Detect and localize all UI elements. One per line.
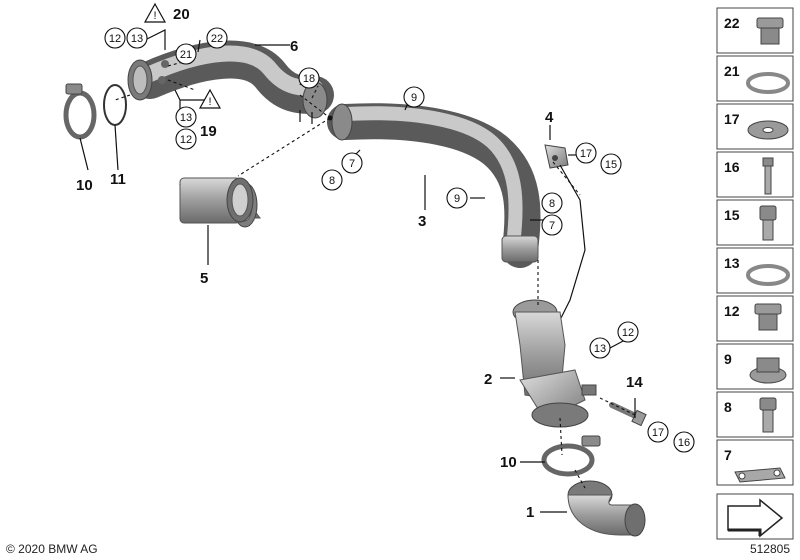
svg-text:17: 17 bbox=[652, 427, 664, 439]
svg-text:18: 18 bbox=[303, 73, 315, 85]
callout-9-lower: 9 bbox=[446, 187, 468, 209]
warning-triangle-icon-19: ! bbox=[198, 88, 222, 109]
callout-13-top: 13 bbox=[126, 27, 148, 49]
panel-item-12[interactable]: 12 bbox=[716, 295, 794, 342]
svg-text:9: 9 bbox=[454, 193, 460, 205]
callout-13-mid: 13 bbox=[175, 106, 197, 128]
panel-item-22[interactable]: 22 bbox=[716, 7, 794, 54]
label-4: 4 bbox=[545, 109, 554, 126]
svg-text:22: 22 bbox=[211, 33, 223, 45]
label-10-top: 10 bbox=[76, 177, 93, 194]
svg-text:15: 15 bbox=[724, 207, 740, 223]
panel-item-8[interactable]: 8 bbox=[716, 391, 794, 438]
diagram-number: 512805 bbox=[750, 542, 790, 556]
copyright-text: © 2020 BMW AG bbox=[6, 542, 98, 556]
svg-text:7: 7 bbox=[349, 158, 355, 170]
label-10-lower: 10 bbox=[500, 454, 517, 471]
svg-text:13: 13 bbox=[594, 343, 606, 355]
svg-text:17: 17 bbox=[580, 148, 592, 160]
middle-pipe-3[interactable] bbox=[327, 103, 541, 268]
svg-text:22: 22 bbox=[724, 15, 740, 31]
callout-17-bolt: 17 bbox=[647, 421, 669, 443]
pipe-6-upper-elbow[interactable] bbox=[127, 40, 334, 124]
leader-lines bbox=[79, 29, 661, 513]
label-2: 2 bbox=[484, 371, 492, 388]
callout-8-left: 8 bbox=[321, 169, 343, 191]
callout-12-top: 12 bbox=[104, 27, 126, 49]
svg-text:13: 13 bbox=[724, 255, 740, 271]
callout-18: 18 bbox=[298, 67, 320, 89]
panel-orientation-arrow-icon bbox=[716, 493, 794, 540]
callout-8-right: 8 bbox=[541, 192, 563, 214]
svg-text:7: 7 bbox=[549, 220, 555, 232]
label-14: 14 bbox=[626, 374, 643, 391]
parts-panel: 22 21 17 16 15 13 bbox=[716, 7, 794, 540]
svg-text:13: 13 bbox=[131, 33, 143, 45]
label-3: 3 bbox=[418, 213, 426, 230]
svg-text:21: 21 bbox=[724, 63, 740, 79]
label-6: 6 bbox=[290, 38, 298, 55]
panel-item-15[interactable]: 15 bbox=[716, 199, 794, 246]
v-band-clamp-10-top[interactable] bbox=[63, 83, 97, 140]
svg-text:21: 21 bbox=[180, 49, 192, 61]
panel-item-16[interactable]: 16 bbox=[716, 151, 794, 198]
svg-text:9: 9 bbox=[724, 351, 732, 367]
callout-9-top: 9 bbox=[403, 86, 425, 108]
svg-text:8: 8 bbox=[549, 198, 555, 210]
svg-text:7: 7 bbox=[724, 447, 732, 463]
label-20: 20 bbox=[173, 6, 190, 23]
svg-text:16: 16 bbox=[678, 437, 690, 449]
svg-text:9: 9 bbox=[411, 92, 417, 104]
svg-text:17: 17 bbox=[724, 111, 740, 127]
callout-15-bracket: 15 bbox=[600, 153, 622, 175]
sensor-port-13 bbox=[158, 76, 166, 84]
warning-triangle-icon-20: ! bbox=[143, 2, 167, 23]
elbow-pipe-1[interactable] bbox=[567, 480, 646, 537]
panel-item-21[interactable]: 21 bbox=[716, 55, 794, 102]
label-5: 5 bbox=[200, 270, 208, 287]
callout-7-left: 7 bbox=[341, 152, 363, 174]
callout-13-cat: 13 bbox=[589, 337, 611, 359]
svg-text:8: 8 bbox=[329, 175, 335, 187]
svg-text:8: 8 bbox=[724, 399, 732, 415]
callout-17-bracket: 17 bbox=[575, 142, 597, 164]
svg-text:13: 13 bbox=[180, 112, 192, 124]
svg-text:!: ! bbox=[208, 96, 211, 108]
callout-21-top: 21 bbox=[175, 43, 197, 65]
pipe-sleeve-5[interactable] bbox=[178, 177, 262, 228]
panel-item-9[interactable]: 9 bbox=[716, 343, 794, 390]
label-1: 1 bbox=[526, 504, 534, 521]
panel-item-7[interactable]: 7 bbox=[716, 439, 794, 486]
callout-12-cat: 12 bbox=[617, 321, 639, 343]
svg-text:!: ! bbox=[153, 10, 156, 22]
callout-7-right: 7 bbox=[541, 214, 563, 236]
svg-text:12: 12 bbox=[622, 327, 634, 339]
svg-text:15: 15 bbox=[605, 159, 617, 171]
sealing-ring-11[interactable] bbox=[103, 84, 127, 126]
v-band-clamp-10-lower[interactable] bbox=[541, 435, 601, 477]
bracket-4[interactable] bbox=[544, 144, 586, 321]
svg-text:12: 12 bbox=[109, 33, 121, 45]
callout-22-top: 22 bbox=[206, 27, 228, 49]
bolt-14[interactable] bbox=[609, 402, 647, 427]
sensor-port-21 bbox=[161, 60, 169, 68]
svg-text:12: 12 bbox=[180, 134, 192, 146]
callout-12-mid: 12 bbox=[175, 128, 197, 150]
callout-16-bolt: 16 bbox=[673, 431, 695, 453]
svg-text:12: 12 bbox=[724, 303, 740, 319]
panel-item-17[interactable]: 17 bbox=[716, 103, 794, 150]
svg-text:16: 16 bbox=[724, 159, 740, 175]
label-19: 19 bbox=[200, 123, 217, 140]
catalytic-converter-2[interactable] bbox=[512, 299, 597, 428]
label-11: 11 bbox=[110, 171, 126, 188]
panel-item-13[interactable]: 13 bbox=[716, 247, 794, 294]
